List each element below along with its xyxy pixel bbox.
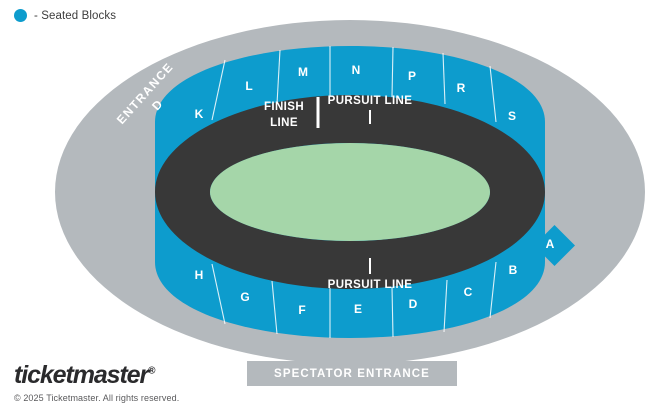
block-f-label[interactable]: F (298, 303, 305, 317)
block-k-label[interactable]: K (195, 107, 204, 121)
block-h-label[interactable]: H (195, 268, 204, 282)
block-n-label[interactable]: N (352, 63, 361, 77)
block-d-label[interactable]: D (409, 297, 418, 311)
divider-r-s (489, 65, 497, 123)
divider-p-r (442, 52, 446, 105)
top-block-labels[interactable]: K L M N P R S (195, 63, 516, 123)
pursuit-line-bottom-label: PURSUIT LINE (328, 279, 413, 291)
divider-h-g (211, 263, 226, 325)
divider-e-d (391, 286, 394, 338)
footer: ticketmaster® © 2025 Ticketmaster. All r… (14, 363, 180, 404)
infield-area (210, 143, 490, 241)
block-a-label: A (546, 237, 555, 251)
block-e-label[interactable]: E (354, 302, 362, 316)
pursuit-line-bottom-marking: PURSUIT LINE (328, 258, 413, 291)
legend: - Seated Blocks (14, 9, 116, 22)
brand-name: ticketmaster (14, 361, 149, 389)
pursuit-line-top-marking: PURSUIT LINE (328, 95, 413, 124)
seated-blocks-circle-icon (14, 9, 27, 22)
registered-trademark-icon: ® (148, 365, 156, 377)
pursuit-line-top-label: PURSUIT LINE (328, 95, 413, 107)
divider-g-f (271, 280, 278, 335)
finish-line-marking: FINISH LINE (264, 97, 320, 129)
block-a-shape (533, 224, 576, 267)
block-r-label[interactable]: R (457, 81, 466, 95)
divider-k-l (211, 59, 226, 121)
top-seating-dividers (211, 46, 497, 123)
block-m-label[interactable]: M (298, 65, 308, 79)
block-p-label[interactable]: P (408, 69, 416, 83)
divider-d-c (443, 279, 448, 333)
block-c-label[interactable]: C (464, 285, 473, 299)
block-l-label[interactable]: L (245, 79, 252, 93)
finish-line-label-1: FINISH (264, 101, 304, 113)
block-g-label[interactable]: G (240, 290, 249, 304)
block-s-label[interactable]: S (508, 109, 516, 123)
spectator-entrance-label: SPECTATOR ENTRANCE (274, 367, 430, 380)
divider-c-b (489, 261, 497, 319)
legend-label: - Seated Blocks (34, 9, 117, 22)
divider-n-p (391, 46, 394, 98)
divider-l-m (276, 49, 281, 105)
bottom-seating-dividers (211, 261, 497, 338)
block-b-label[interactable]: B (509, 263, 518, 277)
finish-line-label-2: LINE (270, 117, 298, 129)
copyright-notice: © 2025 Ticketmaster. All rights reserved… (14, 393, 180, 403)
seated-block-A[interactable]: A (533, 224, 576, 267)
spectator-entrance-bar[interactable]: SPECTATOR ENTRANCE (247, 361, 457, 386)
bottom-block-labels[interactable]: H G F E D C B (195, 263, 518, 317)
ticketmaster-logo: ticketmaster® (14, 363, 179, 388)
race-track-ring (155, 95, 545, 289)
